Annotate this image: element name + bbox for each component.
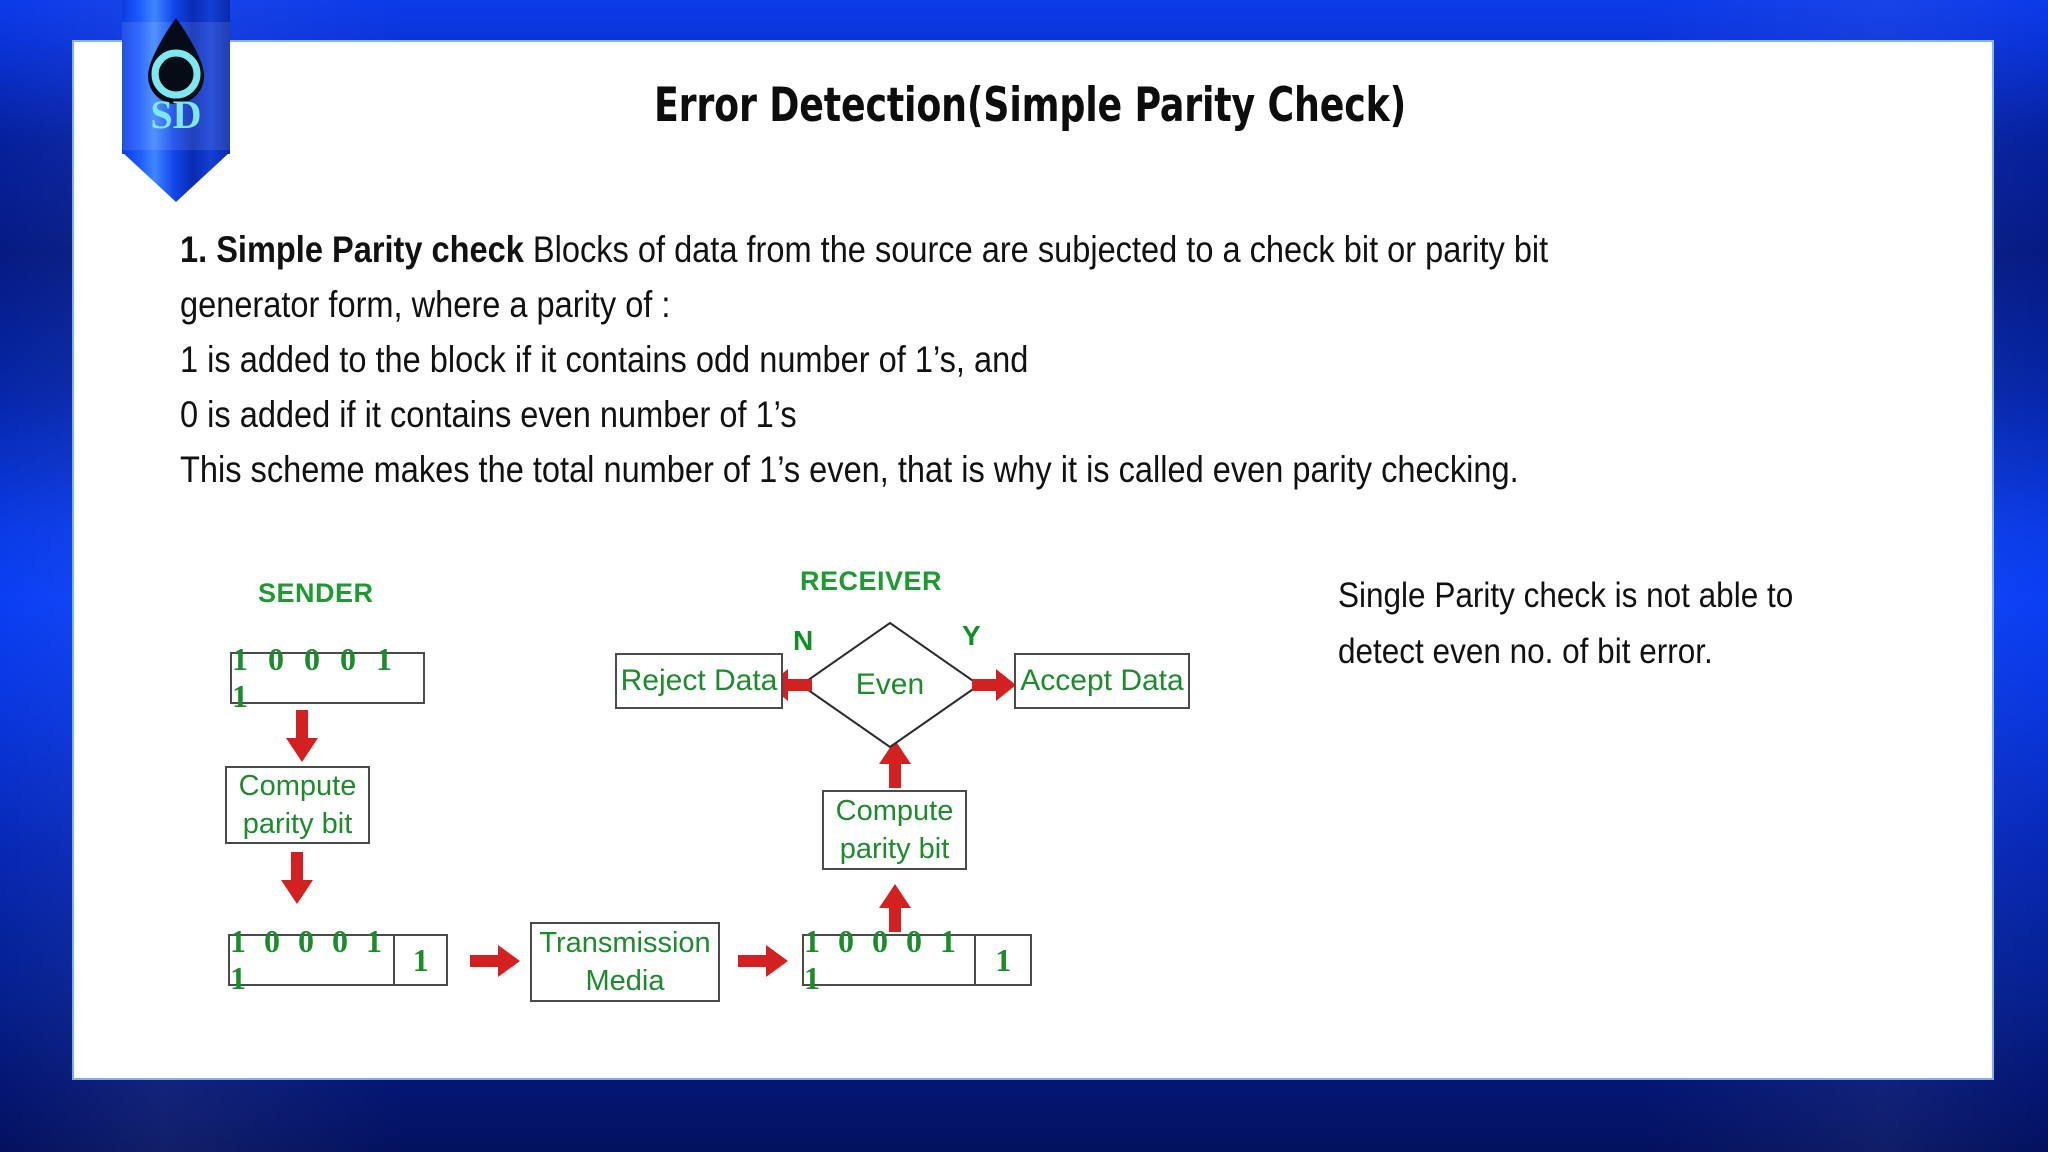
body-line-2: 1 is added to the block if it contains o… <box>180 339 1029 380</box>
receiver-frame-parity-bit: 1 <box>974 936 1030 984</box>
arrow-up-receiver-2 <box>878 740 912 788</box>
body-lead-bold: 1. Simple Parity check <box>180 229 524 270</box>
arrow-right-to-receiver <box>738 944 788 978</box>
receiver-frame-with-parity: 1 0 0 0 1 1 1 <box>802 923 1032 996</box>
page-title: Error Detection(Simple Parity Check) <box>653 78 1407 133</box>
sender-compute-line-2: parity bit <box>242 808 353 840</box>
parity-check-flow-diagram: SENDER RECEIVER 1 0 0 0 1 1 Compute pari… <box>225 566 1190 1002</box>
sender-frame-data: 1 0 0 0 1 1 <box>230 923 387 996</box>
body-lead-line: 1. Simple Parity check Blocks of data fr… <box>180 222 1729 277</box>
arrow-down-sender-1 <box>285 710 319 762</box>
diagram-sender-header: SENDER <box>258 578 374 608</box>
arrow-right-to-media <box>470 944 520 978</box>
accept-data-box: Accept Data <box>1014 653 1190 709</box>
diagram-receiver-header: RECEIVER <box>800 566 943 596</box>
body-paragraph: 1. Simple Parity check Blocks of data fr… <box>180 222 1729 497</box>
arrow-right-accept <box>972 668 1016 702</box>
side-note-line-2: detect even no. of bit error. <box>1338 632 1713 671</box>
receiver-compute-parity-box: Compute parity bit <box>822 790 967 870</box>
arrow-up-receiver-1 <box>878 884 912 932</box>
logo-ribbon: SD <box>122 0 230 202</box>
sender-frame-parity-bit: 1 <box>393 936 446 984</box>
sender-data-block: 1 0 0 0 1 1 <box>230 641 425 714</box>
branch-no-label: N <box>793 625 814 656</box>
slide-content-panel <box>74 42 1992 1078</box>
transmission-media-box: Transmission Media <box>530 922 720 1002</box>
logo-text: SD <box>150 92 201 137</box>
sender-frame-with-parity: 1 0 0 0 1 1 1 <box>228 923 448 996</box>
sender-compute-parity-box: Compute parity bit <box>225 766 370 844</box>
body-line-1: generator form, where a parity of : <box>180 284 671 325</box>
receiver-compute-line-2: parity bit <box>839 833 950 865</box>
decision-label: Even <box>855 668 925 701</box>
body-line-3: 0 is added if it contains even number of… <box>180 394 797 435</box>
sd-water-drop-icon: SD <box>148 18 204 137</box>
receiver-frame-data: 1 0 0 0 1 1 <box>804 923 961 996</box>
side-note-line-1: Single Parity check is not able to <box>1338 576 1794 615</box>
transmission-line-1: Transmission <box>539 927 711 959</box>
reject-data-box: Reject Data <box>615 653 783 709</box>
body-lead-rest: Blocks of data from the source are subje… <box>523 229 1549 270</box>
body-line-4: This scheme makes the total number of 1’… <box>180 449 1519 490</box>
decision-diamond: Even <box>798 620 982 750</box>
arrow-down-sender-2 <box>280 852 314 904</box>
receiver-compute-line-1: Compute <box>835 795 954 827</box>
branch-yes-label: Y <box>962 620 981 651</box>
transmission-line-2: Media <box>585 965 665 997</box>
side-note: Single Parity check is not able to detec… <box>1338 568 1914 680</box>
sender-compute-line-1: Compute <box>238 770 357 802</box>
